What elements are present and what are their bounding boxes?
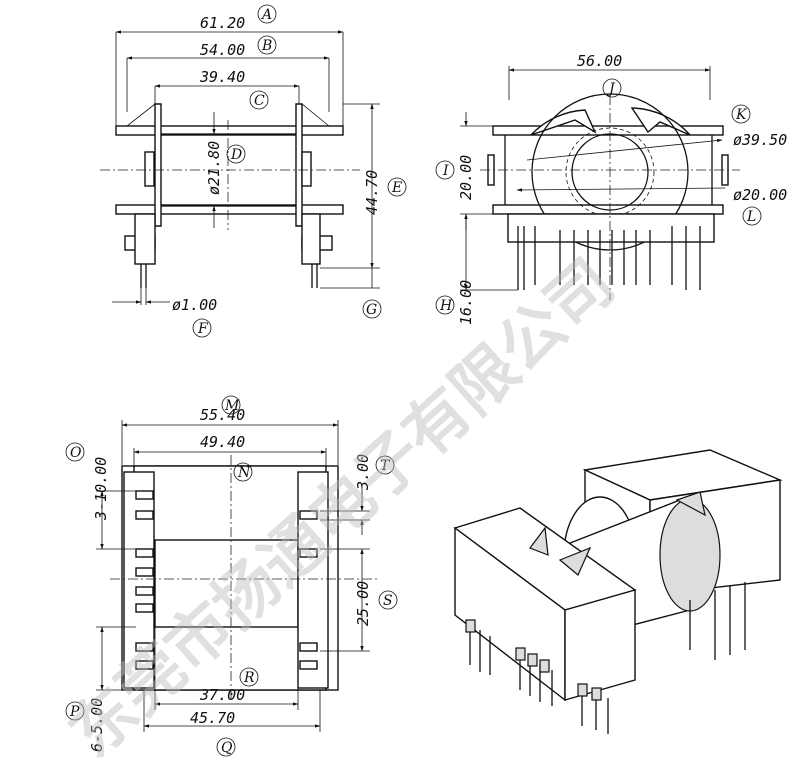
svg-text:K: K [735,107,748,123]
label-g: G [362,299,382,319]
svg-text:A: A [260,7,272,23]
svg-text:J: J [606,81,616,97]
dim-5540: 55.40 [200,406,245,424]
svg-text:E: E [391,180,402,196]
side-view: 56.00 ø39.50 ø20.00 20.00 16.00 [457,52,787,325]
dim-300: 3.00 [354,454,372,491]
label-c: C [249,90,269,110]
dim-3700: 37.00 [199,686,245,704]
label-h: H [435,295,455,315]
bottom-view: 55.40 49.40 3-10.00 3.00 25.00 37.00 45.… [88,406,380,752]
svg-text:N: N [237,465,251,481]
svg-text:R: R [243,670,255,686]
svg-text:F: F [197,321,209,337]
label-m: M [221,395,241,415]
svg-text:C: C [254,93,265,109]
dim-1600: 16.00 [457,280,475,325]
label-p: P [65,701,85,721]
label-b: B [257,35,277,55]
label-i: I [435,160,455,180]
svg-text:T: T [380,458,391,474]
label-e: E [387,177,407,197]
dim-56: 56.00 [577,52,622,70]
label-l: L [742,206,762,226]
dim-d: ø21.80 [205,141,223,195]
callout-labels: A B C D E F G H I J K L M N O P Q R S T [65,4,762,757]
svg-text:S: S [383,593,393,609]
dim-f: ø1.00 [172,296,217,314]
svg-text:M: M [224,398,240,414]
svg-text:I: I [442,163,449,179]
dim-3950: ø39.50 [733,131,787,149]
svg-text:G: G [366,302,377,318]
label-f: F [192,318,212,338]
dim-2500: 25.00 [354,581,372,626]
svg-text:Q: Q [221,740,233,756]
label-j: J [602,78,622,98]
label-r: R [239,667,259,687]
svg-text:H: H [439,298,453,314]
front-view: 61.20 54.00 39.40 ø21.80 44.70 ø1.00 [100,14,381,314]
label-a: A [257,4,277,24]
svg-text:D: D [230,147,242,163]
isometric-view [453,449,783,734]
label-q: Q [216,737,236,757]
label-d: D [226,144,246,164]
dim-4940: 49.40 [200,433,245,451]
dim-c: 39.40 [199,68,245,86]
dim-3x10: 3-10.00 [92,457,110,521]
dim-e: 44.70 [363,170,381,215]
dim-a: 61.20 [200,14,245,32]
dim-b: 54.00 [200,41,245,59]
svg-text:O: O [70,445,82,461]
label-n: N [233,462,253,482]
label-s: S [378,590,398,610]
svg-text:B: B [261,38,272,54]
svg-text:L: L [746,209,756,225]
dim-6x5: 6-5.00 [88,698,106,752]
label-t: T [375,455,395,475]
svg-text:P: P [69,704,80,720]
dim-2000: 20.00 [457,155,475,200]
dim-2000-dia: ø20.00 [733,186,787,204]
dim-4570: 45.70 [190,709,235,727]
label-o: O [65,442,85,462]
label-k: K [731,104,751,124]
